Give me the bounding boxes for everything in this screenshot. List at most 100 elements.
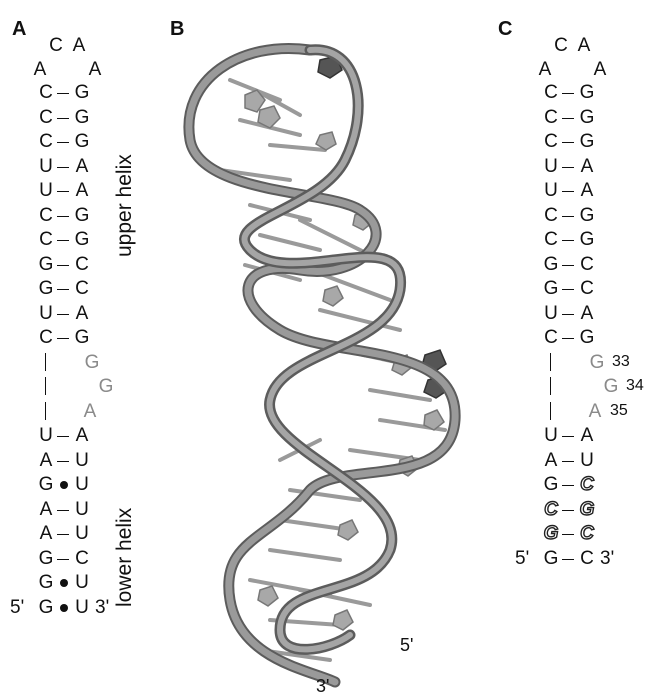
c-pair-bond: [562, 264, 574, 266]
a-nt-left: U: [39, 155, 53, 177]
a-nt-left: C: [39, 131, 53, 152]
a-pair-bond: [57, 313, 69, 315]
a-nt-right: G: [74, 82, 90, 103]
c-nt-left: U: [544, 155, 558, 177]
a-nt-left: A: [39, 498, 53, 520]
c-nt-left: G: [543, 523, 559, 544]
c-nt-number: 34: [626, 377, 644, 394]
c-nt-left: U: [544, 425, 558, 446]
c-loop-side-2: A: [593, 59, 607, 80]
c-nt-right: U: [580, 449, 594, 471]
a-nt-left: A: [39, 523, 53, 544]
c-nt-left: C: [544, 327, 558, 348]
c-backbone-bar: [550, 377, 551, 395]
rna-3d-structure: [183, 43, 461, 688]
c-pair-bond: [562, 509, 574, 511]
structure-3prime-label: 3': [316, 676, 330, 696]
c-nt-right: A: [580, 180, 594, 201]
c-pair-bond: [562, 338, 574, 339]
a-nt-left: G: [38, 253, 54, 275]
c-nt-left: C: [544, 204, 558, 226]
structure-5prime-label: 5': [400, 635, 414, 655]
a-pair-bond: [57, 558, 69, 560]
a-5prime-end: 5': [10, 596, 25, 618]
c-nt-number: 33: [612, 352, 630, 370]
a-bulge-nt: G: [84, 351, 100, 373]
c-pair-bond: [562, 93, 574, 94]
a-pair-bond: [57, 117, 69, 119]
a-nt-right: C: [75, 278, 89, 299]
c-loop-side-1: A: [538, 59, 552, 80]
c-nt-right: C: [580, 547, 594, 569]
a-nt-left: C: [39, 106, 53, 128]
c-nt-left: G: [543, 474, 559, 495]
a-nt-left: C: [39, 204, 53, 226]
backbone-strand: [185, 45, 459, 686]
c-nt-left: U: [544, 302, 558, 324]
a-nt-right: U: [75, 449, 89, 471]
a-nt-right: G: [74, 204, 90, 226]
a-pair-bond: [57, 215, 69, 217]
c-3prime-end: 3': [600, 547, 615, 569]
panel-label-a: A: [12, 18, 27, 40]
c-nt-number: 35: [610, 401, 628, 419]
c-pair-bond: [562, 142, 574, 143]
c-nt-left: G: [543, 547, 559, 569]
a-nt-left: C: [39, 82, 53, 103]
a-nt-right: G: [74, 131, 90, 152]
a-backbone-bar: [45, 352, 46, 371]
a-nt-right: A: [75, 425, 89, 446]
c-5prime-end: 5': [515, 547, 530, 569]
upper-helix-label: upper helix: [113, 154, 136, 257]
a-nt-left: A: [39, 449, 53, 471]
c-nt-left: C: [544, 106, 558, 128]
c-nt-right: C: [579, 523, 594, 544]
a-nt-right: C: [75, 547, 89, 569]
c-nt-right: G: [579, 82, 595, 103]
c-loop-top-2: A: [577, 35, 591, 56]
c-pair-bond: [562, 313, 574, 315]
a-pair-bond: [57, 460, 69, 462]
c-nt-left: C: [544, 229, 558, 250]
a-pair-bond: [57, 534, 69, 535]
c-nt-right: A: [580, 302, 594, 324]
a-nt-right: U: [75, 596, 89, 618]
a-nt-left: G: [38, 474, 54, 495]
a-nt-left: U: [39, 180, 53, 201]
c-pair-bond: [562, 289, 574, 290]
c-pair-bond: [562, 117, 574, 119]
c-nt-right: G: [579, 131, 595, 152]
a-pair-bond: [57, 191, 69, 192]
a-backbone-bar: [45, 401, 46, 420]
a-nt-left: G: [38, 596, 54, 618]
c-nt-right: G: [579, 229, 595, 250]
c-nt-right: G: [579, 204, 595, 226]
c-pair-bond: [562, 215, 574, 217]
panel-label-c: C: [498, 18, 513, 40]
a-pair-bond: [57, 338, 69, 339]
a-bulge-nt: G: [98, 376, 114, 397]
c-nt-right: G: [579, 327, 595, 348]
c-nt-left: U: [544, 180, 558, 201]
a-pair-bond: [57, 264, 69, 266]
a-nt-right: U: [75, 474, 89, 495]
c-loop-top-1: C: [554, 35, 568, 56]
c-backbone-bar: [550, 352, 551, 371]
a-nt-right: G: [74, 229, 90, 250]
c-pair-bond: [562, 460, 574, 462]
c-pair-bond: [562, 240, 574, 241]
c-pair-bond: [562, 558, 574, 560]
a-pair-bond: [57, 240, 69, 241]
a-pair-bond: [57, 436, 69, 437]
a-loop-side-2: A: [88, 59, 102, 80]
a-nt-left: C: [39, 327, 53, 348]
panel-label-b: B: [170, 18, 185, 40]
a-nt-left: G: [38, 278, 54, 299]
c-nt-left: A: [544, 449, 558, 471]
nucleotide-bases: [218, 78, 447, 662]
c-nt-right: C: [580, 278, 594, 299]
a-wobble-pair: [60, 481, 68, 489]
c-pair-bond: [562, 191, 574, 192]
a-wobble-pair: [60, 579, 68, 587]
a-nt-right: U: [75, 523, 89, 544]
